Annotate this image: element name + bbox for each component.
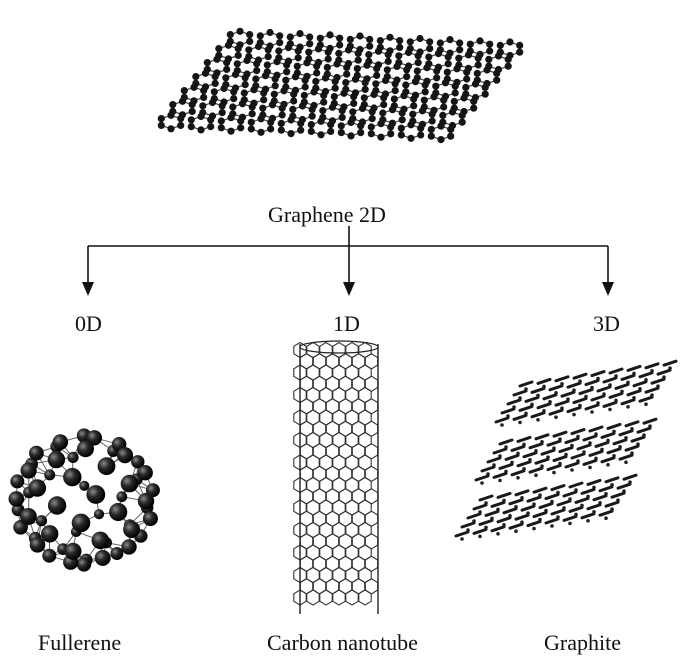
- fullerene-image: [8, 428, 160, 572]
- graphite-image: [454, 359, 678, 541]
- dimension-label-1d: 1D: [333, 311, 360, 336]
- arrowhead-0d: [82, 282, 94, 296]
- arrowhead-3d: [602, 282, 614, 296]
- fullerene-label: Fullerene: [38, 630, 122, 655]
- carbon-nanotube-image: [293, 340, 379, 614]
- dimension-label-3d: 3D: [593, 311, 620, 336]
- arrowhead-1d: [343, 282, 355, 296]
- branch-connector: [87, 226, 609, 283]
- graphite-label: Graphite: [544, 630, 621, 655]
- carbon-nanotube-label: Carbon nanotube: [267, 630, 418, 655]
- graphene-label: Graphene 2D: [268, 202, 386, 227]
- dimension-label-0d: 0D: [75, 311, 102, 336]
- graphene-sheet-image: [157, 27, 524, 144]
